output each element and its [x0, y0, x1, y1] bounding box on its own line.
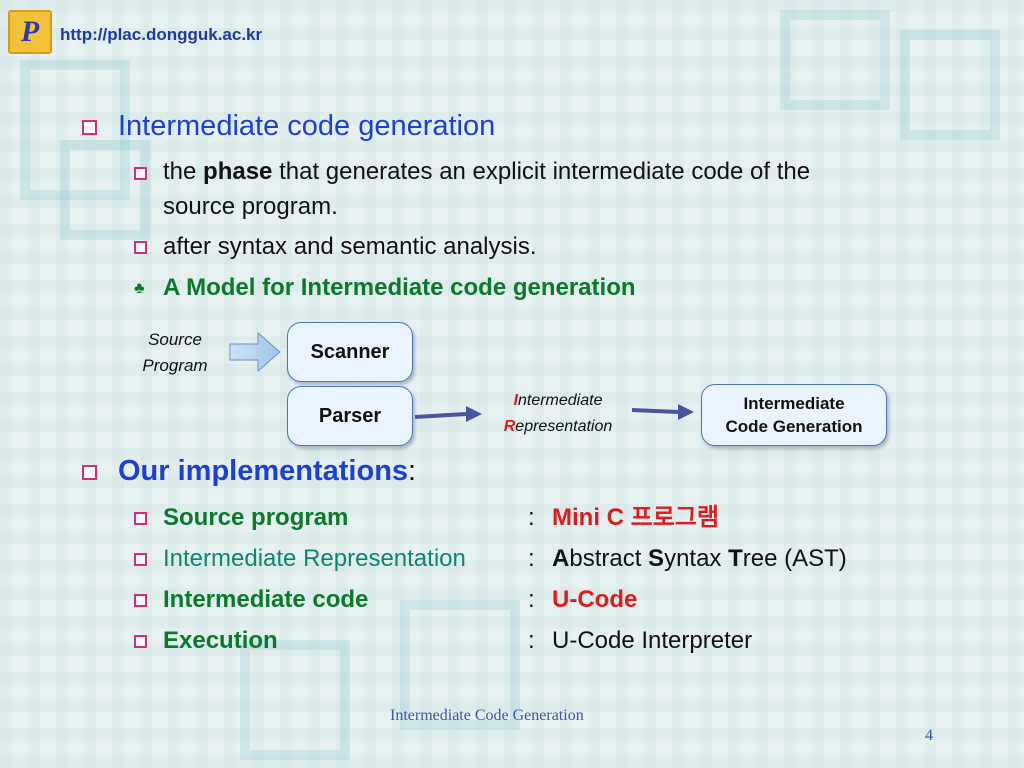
parser-box: Parser	[287, 386, 413, 446]
background-ornament	[400, 600, 520, 730]
bullet-text-continued: source program.	[163, 193, 338, 220]
impl-value: Abstract Syntax Tree (AST)	[552, 545, 847, 572]
header-url[interactable]: http://plac.dongguk.ac.kr	[60, 25, 263, 44]
bullet-square-icon	[134, 241, 147, 254]
ir-label: Intermediate Representation	[503, 392, 613, 435]
bullet-square-icon	[82, 465, 97, 480]
scanner-box: Scanner	[287, 322, 413, 382]
arrowhead-icon	[678, 404, 694, 420]
impl-separator: :	[528, 504, 535, 531]
bullet-square-icon	[134, 553, 147, 566]
bullet-text: after syntax and semantic analysis.	[163, 233, 537, 260]
bullet-square-icon	[82, 120, 97, 135]
bullet-square-icon	[134, 167, 147, 180]
bullet-square-icon	[134, 594, 147, 607]
block-arrow-icon	[229, 331, 281, 373]
arrow-line	[631, 408, 679, 414]
footer-title: Intermediate Code Generation	[390, 707, 584, 724]
impl-value: U-Code Interpreter	[552, 627, 753, 654]
bullet-text: the phase that generates an explicit int…	[163, 158, 811, 185]
impl-value: Mini C 프로그램	[552, 504, 719, 531]
section-title: Our implementations:	[118, 455, 417, 487]
background-ornament	[900, 30, 1000, 140]
background-ornament	[780, 10, 890, 110]
arrowhead-icon	[466, 406, 482, 422]
arrow-line	[414, 412, 467, 419]
impl-label: Intermediate Representation	[163, 545, 466, 572]
page-number: 4	[925, 727, 933, 744]
impl-separator: :	[528, 545, 535, 572]
section-title: Intermediate code generation	[118, 110, 496, 142]
impl-label: Intermediate code	[163, 586, 369, 613]
background-ornament	[240, 640, 350, 760]
model-subtitle: A Model for Intermediate code generation	[163, 274, 636, 301]
background-ornament	[60, 140, 150, 240]
bullet-square-icon	[134, 512, 147, 525]
club-bullet-icon: ♣	[134, 280, 145, 297]
impl-separator: :	[528, 586, 535, 613]
impl-separator: :	[528, 627, 535, 654]
logo: P	[8, 10, 52, 54]
impl-label: Source program	[163, 504, 349, 531]
impl-value: U-Code	[552, 586, 638, 613]
impl-label: Execution	[163, 627, 278, 654]
background-ornament	[20, 60, 130, 200]
bullet-square-icon	[134, 635, 147, 648]
